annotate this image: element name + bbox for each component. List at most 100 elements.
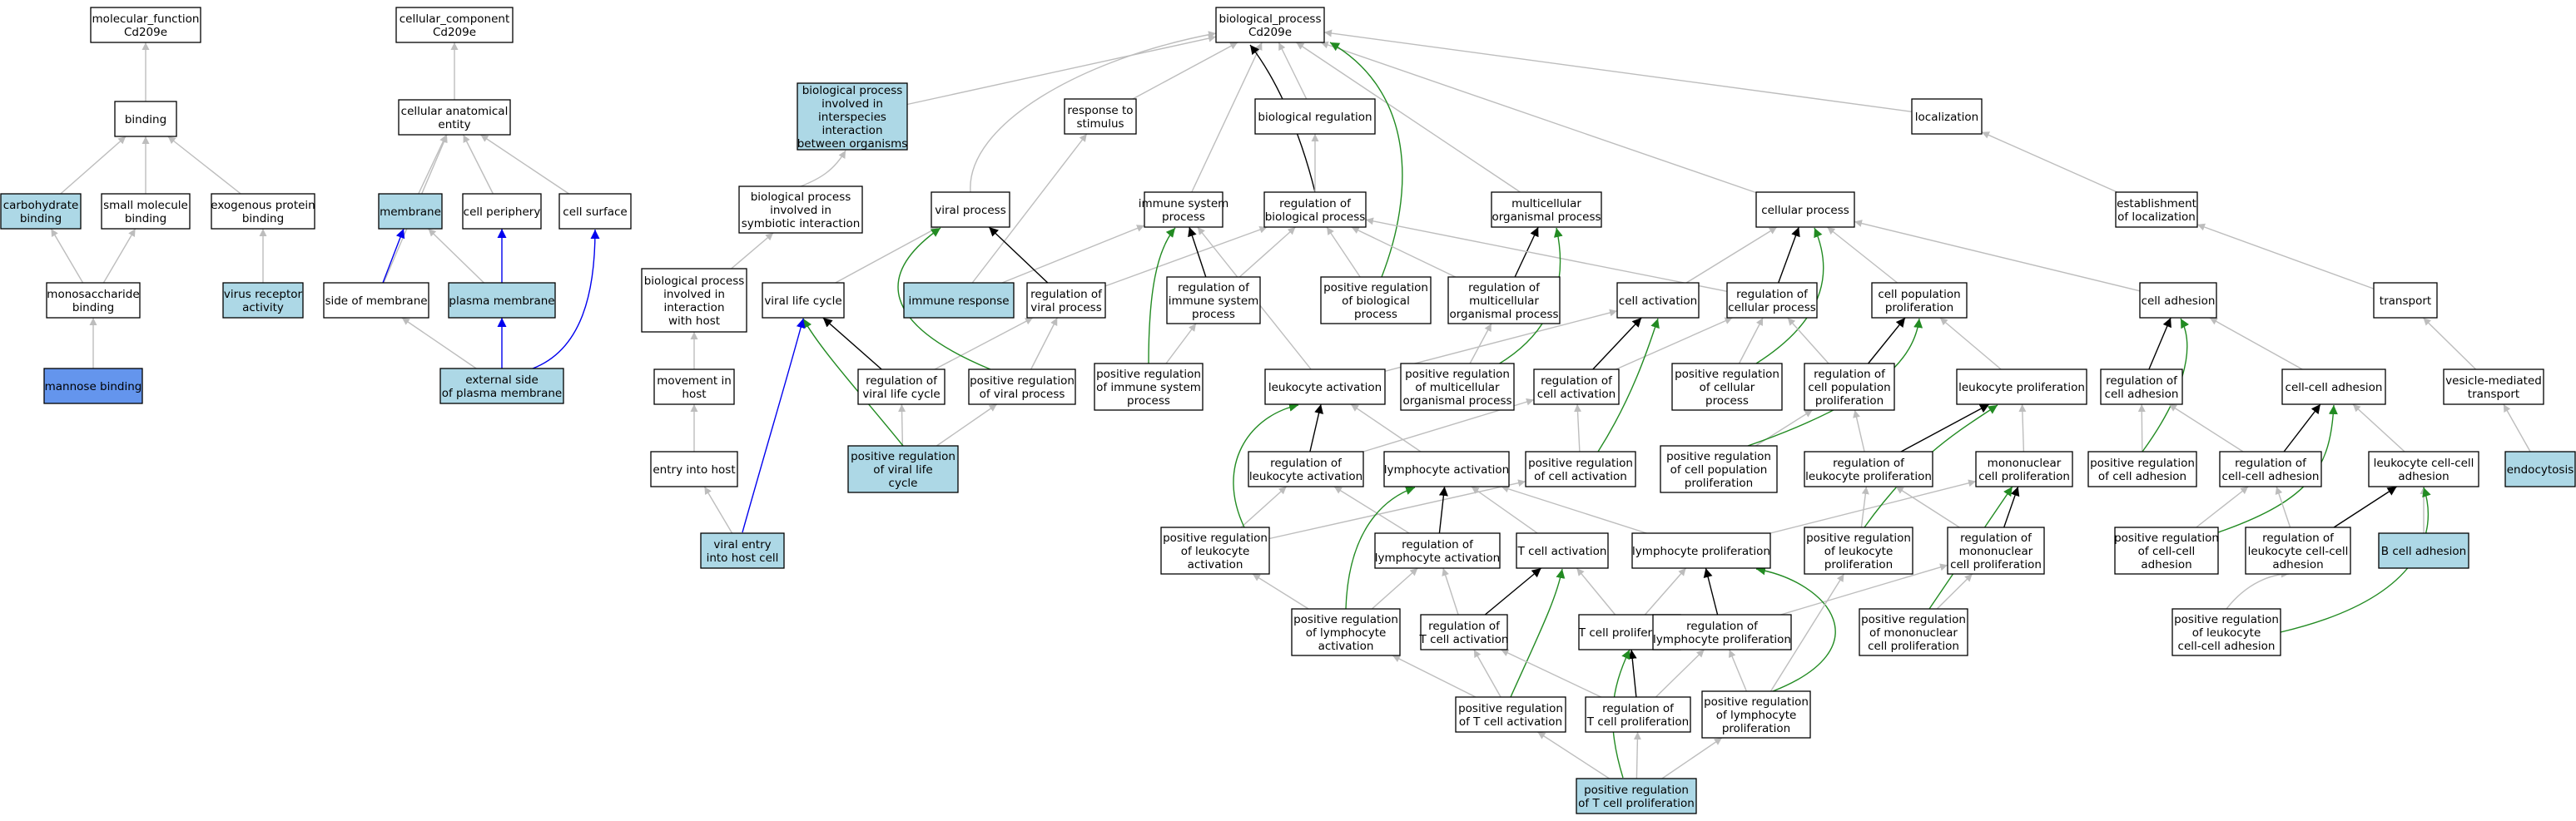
node-label-line: activation: [1188, 558, 1243, 571]
node-label-line: viral process: [1030, 301, 1101, 314]
node-box: [1064, 98, 1137, 135]
edge-gray-posregleukprol-to-regleukprol: [1860, 486, 1869, 528]
node-box: [700, 532, 785, 569]
go-term-node-leukact[interactable]: leukocyte activation: [1264, 368, 1386, 405]
go-term-node-localization[interactable]: localization: [1911, 98, 1983, 135]
go-term-node-bcelladh[interactable]: B cell adhesion: [2378, 532, 2469, 569]
go-term-node-celladh[interactable]: cell adhesion: [2139, 282, 2217, 319]
node-label-line: regulation of: [1602, 702, 1675, 715]
node-label-line: entry into host: [653, 463, 735, 477]
go-term-node-regtcellact[interactable]: regulation ofT cell activation: [1419, 614, 1509, 650]
go-term-node-entryhost[interactable]: entry into host: [650, 451, 738, 487]
go-term-node-vlc[interactable]: viral life cycle: [762, 282, 845, 319]
go-term-node-cellact[interactable]: cell activation: [1616, 282, 1700, 319]
go-term-node-regtcellprol[interactable]: regulation ofT cell proliferation: [1585, 696, 1691, 733]
go-term-node-viralproc[interactable]: viral process: [931, 191, 1010, 228]
go-term-node-cellper[interactable]: cell periphery: [462, 193, 542, 230]
node-label-line: proliferation: [1685, 477, 1753, 490]
go-term-node-membrane[interactable]: membrane: [378, 193, 443, 230]
go-term-node-immresp[interactable]: immune response: [903, 282, 1015, 319]
go-term-node-plasmamem[interactable]: plasma membrane: [448, 282, 556, 319]
go-term-node-binding[interactable]: binding: [114, 101, 177, 137]
go-term-node-mannose[interactable]: mannose binding: [43, 368, 143, 404]
go-term-node-leukprol[interactable]: leukocyte proliferation: [1956, 368, 2087, 405]
go-term-node-transport[interactable]: transport: [2373, 282, 2438, 319]
node-label-line: of viral process: [980, 388, 1065, 401]
go-term-node-endocytosis[interactable]: endocytosis: [2504, 451, 2576, 487]
go-term-node-bioreg[interactable]: biological regulation: [1254, 98, 1376, 135]
go-term-node-tcellact[interactable]: T cell activation: [1516, 532, 1609, 569]
node-label-line: into host cell: [707, 551, 779, 565]
go-term-node-lymphprol[interactable]: lymphocyte proliferation: [1631, 532, 1771, 569]
edge-gray-viralproc-to-bp: [970, 31, 1217, 193]
go-term-node-sidemem[interactable]: side of membrane: [323, 282, 429, 319]
node-label-line: of plasma membrane: [442, 387, 563, 400]
edge-gray-posregimm-to-regimm: [1165, 323, 1197, 364]
go-term-node-lymphact[interactable]: lymphocyte activation: [1383, 451, 1510, 487]
edge-gray-bioreg-to-bp: [1278, 42, 1308, 100]
edge-gray-posregtcellprol-to-posreglymphprol: [1661, 737, 1723, 779]
node-box: [2219, 451, 2322, 487]
go-term-node-cellproc[interactable]: cellular process: [1755, 191, 1855, 228]
go-term-node-ccadh[interactable]: cell-cell adhesion: [2281, 368, 2386, 405]
go-term-node-cellsurf[interactable]: cell surface: [558, 193, 632, 230]
